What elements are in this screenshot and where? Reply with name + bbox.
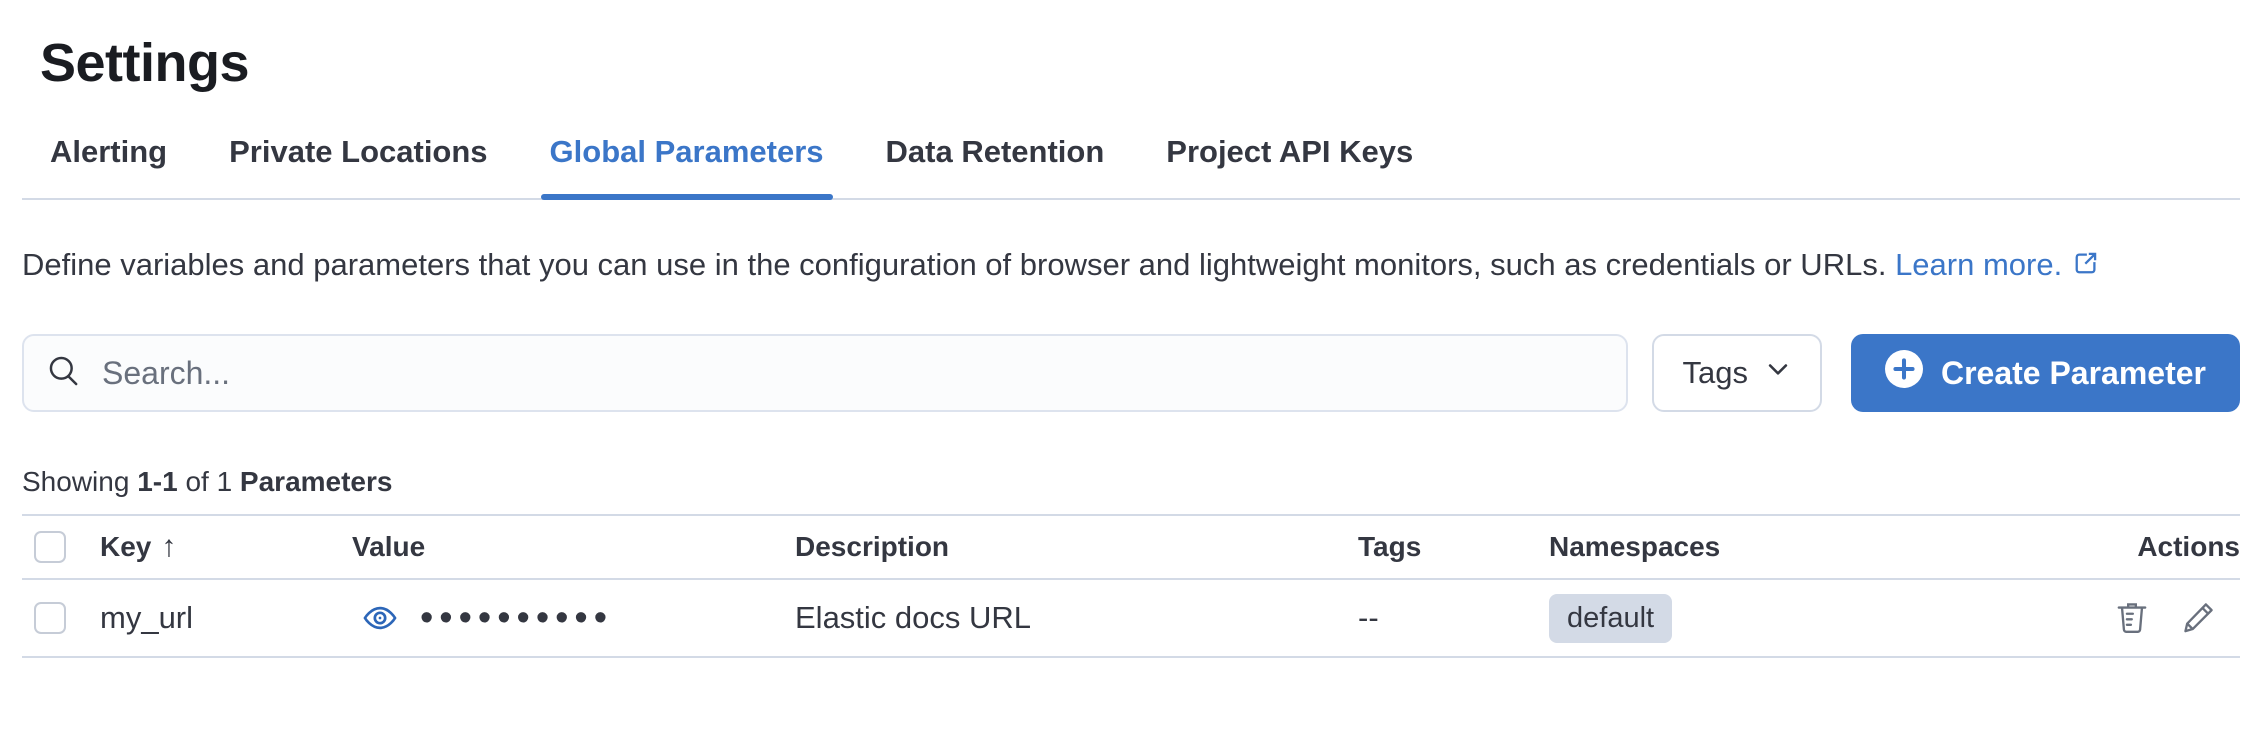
tab-project-api-keys[interactable]: Project API Keys xyxy=(1166,134,1414,169)
eye-icon[interactable] xyxy=(362,600,398,636)
results-entity: Parameters xyxy=(239,466,393,497)
header-cell-namespaces: Namespaces xyxy=(1549,531,1721,562)
table-header-row: Key ↑ Value Description Tags Namespaces … xyxy=(22,514,2240,580)
row-cell-key: my_url xyxy=(100,600,352,636)
search-box[interactable] xyxy=(22,334,1629,412)
edit-icon[interactable] xyxy=(2181,601,2215,635)
sort-ascending-icon: ↑ xyxy=(161,530,177,563)
row-cell-actions xyxy=(1900,601,2240,635)
results-summary: Showing 1-1 of 1 Parameters xyxy=(22,466,393,497)
row-cell-select xyxy=(22,602,100,634)
header-cell-select-all xyxy=(22,531,100,563)
search-input[interactable] xyxy=(102,354,1605,392)
tags-filter-button[interactable]: Tags xyxy=(1652,334,1822,412)
results-range: 1-1 xyxy=(137,466,178,497)
parameters-table: Key ↑ Value Description Tags Namespaces … xyxy=(22,514,2240,658)
row-cell-description: Elastic docs URL xyxy=(795,600,1032,635)
delete-icon[interactable] xyxy=(2115,601,2149,635)
header-cell-key[interactable]: Key ↑ xyxy=(100,530,177,563)
table-row: my_url •••••••••• Elastic docs URL -- de… xyxy=(22,580,2240,658)
tab-global-parameters[interactable]: Global Parameters xyxy=(540,134,833,200)
select-all-checkbox[interactable] xyxy=(34,531,66,563)
learn-more-link[interactable]: Learn more. xyxy=(1895,247,2100,282)
settings-tabs: Alerting Private Locations Global Parame… xyxy=(22,134,2240,200)
search-icon xyxy=(46,353,82,394)
tab-data-retention[interactable]: Data Retention xyxy=(885,134,1105,169)
header-cell-value: Value xyxy=(352,531,426,562)
page-description: Define variables and parameters that you… xyxy=(22,240,2218,292)
namespace-badge: default xyxy=(1549,593,1673,643)
plus-in-circle-icon xyxy=(1884,350,1923,396)
masked-value: •••••••••• xyxy=(420,597,614,639)
tab-alerting[interactable]: Alerting xyxy=(50,134,168,169)
chevron-down-icon xyxy=(1764,355,1792,391)
parameters-toolbar: Tags Create Parameter xyxy=(22,334,2240,412)
header-cell-actions: Actions xyxy=(2137,531,2240,562)
row-checkbox[interactable] xyxy=(34,602,66,634)
tab-private-locations[interactable]: Private Locations xyxy=(229,134,488,169)
header-cell-tags: Tags xyxy=(1358,531,1422,562)
page-title: Settings xyxy=(40,33,250,93)
row-cell-tags: -- xyxy=(1358,600,1379,635)
settings-page: Settings Alerting Private Locations Glob… xyxy=(0,30,2262,754)
create-parameter-button[interactable]: Create Parameter xyxy=(1850,334,2240,412)
external-link-icon xyxy=(2072,242,2100,292)
row-cell-value: •••••••••• xyxy=(352,599,795,637)
parameter-key: my_url xyxy=(100,600,194,635)
header-cell-description: Description xyxy=(795,531,950,562)
description-text: Define variables and parameters that you… xyxy=(22,247,1887,282)
row-cell-namespaces: default xyxy=(1549,593,1900,643)
